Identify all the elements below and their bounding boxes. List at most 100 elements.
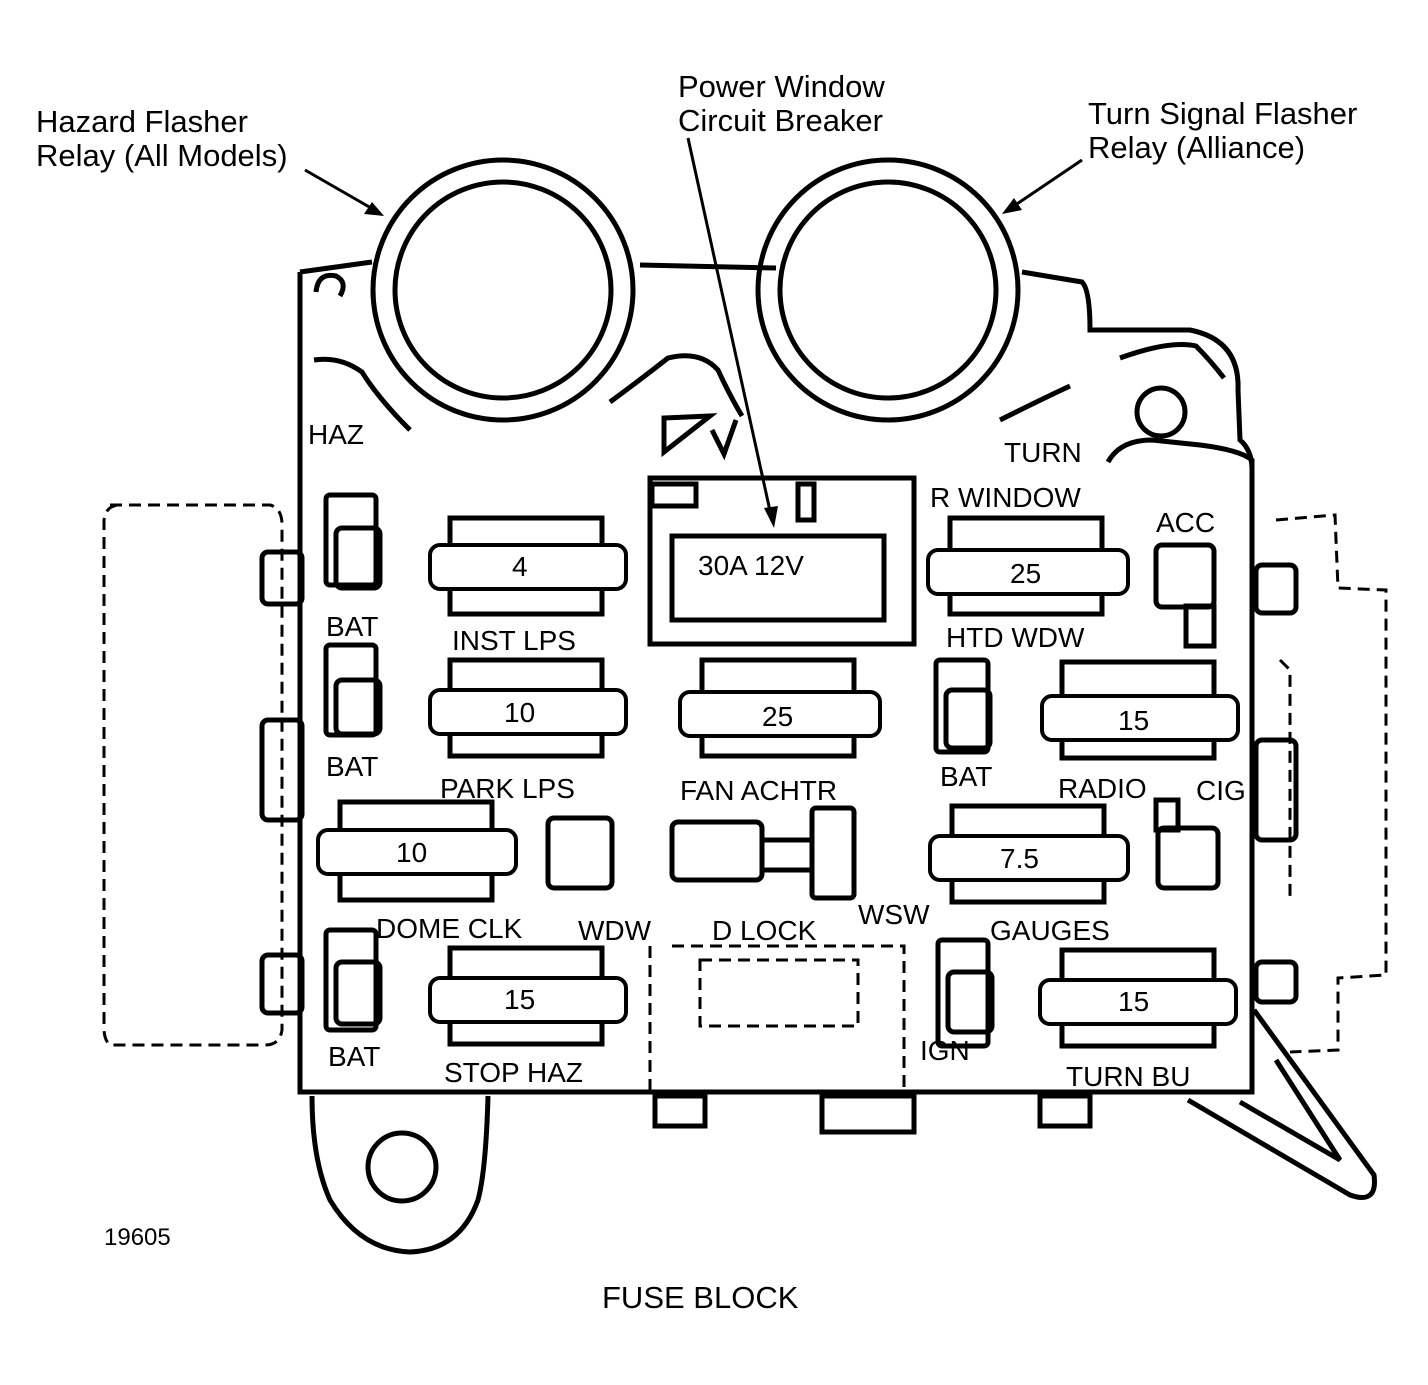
label-cig: CIG [1196, 775, 1246, 806]
right-clip-1 [1253, 562, 1299, 616]
turn-signal-flasher-callout-line-1: Turn Signal Flasher [1088, 96, 1357, 131]
circuit-breaker-body [669, 533, 887, 623]
circuit-breaker-tab-2 [795, 481, 817, 523]
turn-signal-flasher-relay [755, 157, 1021, 423]
fuse-block-housing [297, 259, 1377, 1255]
bottom-tab-1 [652, 1093, 708, 1129]
label-gauges: GAUGES [990, 915, 1110, 946]
terminal-ign [935, 937, 991, 1049]
terminal-bat-4-inner [943, 687, 993, 751]
power-window-callout-line-1: Power Window [678, 69, 885, 104]
orientation-symbol [661, 413, 718, 458]
circuit-labels: BAT INST LPS R WINDOW ACC HTD WDW BAT PA… [326, 482, 1246, 1092]
hazard-flasher-arrowhead [364, 202, 384, 216]
fuse-fan-achtr-body [678, 690, 882, 738]
label-radio: RADIO [1058, 773, 1147, 804]
circuit-breaker-housing [647, 475, 917, 647]
label-ign: IGN [920, 1035, 970, 1066]
fuse-park-lps-body [428, 688, 628, 736]
hazard-flasher-callout: Hazard Flasher Relay (All Models) [36, 104, 384, 216]
fuse-turn-bu: 15 [1038, 947, 1238, 1049]
terminal-bat-2-inner [333, 677, 383, 737]
circuit-breaker-rating: 30A 12V [698, 550, 804, 581]
mounting-ear [309, 1095, 491, 1255]
orientation-symbol-2 [709, 419, 739, 461]
fuse-radio-body [1040, 694, 1240, 742]
power-window-callout-line-2: Circuit Breaker [678, 103, 883, 138]
fuse-gauges-rating: 7.5 [1000, 843, 1039, 874]
label-wdw: WDW [578, 915, 652, 946]
label-fan-achtr: FAN ACHTR [680, 775, 837, 806]
haz-label: HAZ [308, 419, 364, 450]
fuse-radio: 15 [1040, 659, 1240, 761]
fuse-park-lps: 10 [428, 657, 628, 759]
left-clip-1 [259, 549, 305, 607]
fuse-inst-lps-rating: 4 [512, 551, 528, 582]
right-clip-3 [1253, 959, 1299, 1005]
fuse-dome-clk-body [316, 828, 518, 876]
hazard-flasher-leader-line [304, 168, 379, 214]
terminal-wsw [809, 805, 857, 901]
bottom-tab-2 [819, 1093, 917, 1135]
housing-inner-contour [313, 342, 1226, 432]
terminal-cig-stem [1153, 797, 1181, 833]
label-r-window: R WINDOW [930, 482, 1081, 513]
label-turn-bu: TURN BU [1066, 1061, 1190, 1092]
power-window-callout: Power Window Circuit Breaker [678, 69, 885, 528]
power-window-leader-line [686, 137, 774, 521]
left-clip-3 [259, 952, 305, 1016]
fuse-r-window-body [926, 548, 1130, 596]
label-wsw: WSW [858, 899, 930, 930]
label-acc: ACC [1156, 507, 1215, 538]
fuse-stop-haz-rating: 15 [504, 984, 535, 1015]
terminal-cig [1155, 825, 1221, 891]
turn-signal-flasher-leader-line [1007, 158, 1083, 212]
turn-signal-flasher-callout: Turn Signal Flasher Relay (Alliance) [1002, 96, 1357, 214]
power-window-circuit-breaker: 30A 12V [647, 475, 917, 647]
terminal-blocks [323, 492, 1221, 1092]
label-park-lps: PARK LPS [440, 773, 575, 804]
turn-relay-inner-ring [777, 179, 999, 401]
label-bat-2: BAT [326, 751, 378, 782]
hazard-flasher-callout-line-1: Hazard Flasher [36, 104, 248, 139]
fuse-dome-clk-rating: 10 [396, 837, 427, 868]
fuse-dome-clk: 10 [316, 799, 518, 903]
fuse-turn-bu-body [1038, 978, 1238, 1026]
terminal-bat-3-inner [333, 959, 383, 1027]
fuse-inst-lps-body [428, 543, 628, 591]
label-stop-haz: STOP HAZ [444, 1057, 583, 1088]
hazard-relay-outer-ring [370, 157, 636, 423]
housing-outline [297, 259, 1255, 1095]
terminal-bat-1-inner [333, 525, 383, 591]
mounting-hole [365, 1130, 439, 1204]
turn-label: TURN [1004, 437, 1082, 468]
fuse-stop-haz-body [428, 976, 628, 1024]
hazard-flasher-callout-line-2: Relay (All Models) [36, 138, 288, 173]
open-slot-outline [648, 944, 906, 1092]
fuse-park-lps-rating: 10 [504, 697, 535, 728]
turn-relay-outer-ring [755, 157, 1021, 423]
label-bat-3: BAT [328, 1041, 380, 1072]
label-htd-wdw: HTD WDW [946, 622, 1085, 653]
terminal-bat-3 [323, 927, 379, 1033]
circuit-breaker-tab-1 [649, 481, 699, 509]
housing-corner-hole [1134, 385, 1188, 439]
label-bat-4: BAT [940, 761, 992, 792]
turn-signal-flasher-callout-line-2: Relay (Alliance) [1088, 130, 1305, 165]
left-clip-2 [259, 717, 305, 823]
terminal-acc-stem [1183, 603, 1217, 649]
right-dashed-connector [1275, 513, 1388, 1054]
terminal-bat-1 [323, 492, 379, 588]
fuse-inst-lps: 4 [428, 515, 628, 617]
left-dashed-connector [102, 503, 284, 1047]
terminal-d-lock [669, 819, 765, 883]
terminal-wdw [545, 815, 615, 891]
right-clip-2 [1253, 737, 1299, 843]
fuse-fan-achtr: 25 [678, 657, 882, 759]
terminal-ign-inner [945, 969, 995, 1035]
fuse-r-window-rating: 25 [1010, 558, 1041, 589]
bottom-tab-3 [1037, 1093, 1093, 1129]
terminal-acc [1153, 542, 1217, 610]
housing-tab-top-left [313, 272, 346, 298]
label-bat-1: BAT [326, 611, 378, 642]
